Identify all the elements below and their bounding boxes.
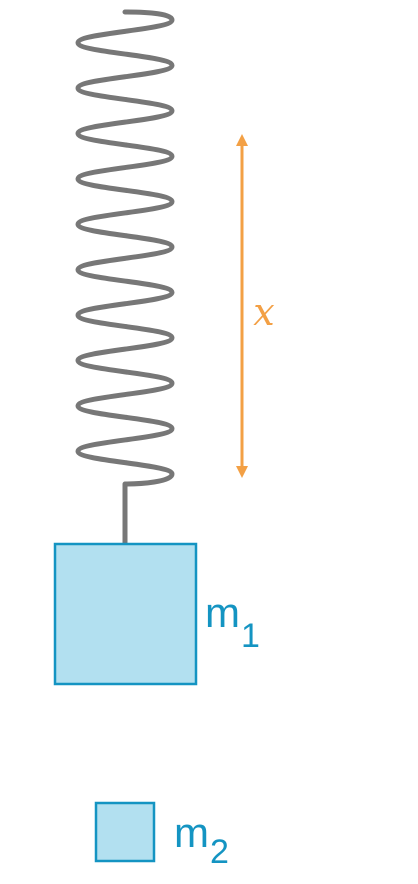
mass-1-label-base: m xyxy=(205,589,240,636)
mass-1-label: m1 xyxy=(205,589,260,655)
mass-1-label-sub: 1 xyxy=(241,617,260,655)
mass-2-label: m2 xyxy=(174,809,229,871)
mass-1-box xyxy=(53,542,198,686)
mass-2-label-sub: 2 xyxy=(210,833,229,871)
mass-2-label-base: m xyxy=(174,809,209,856)
mass-2-box xyxy=(94,801,156,863)
spring-coil xyxy=(75,9,175,487)
displacement-label: x xyxy=(253,290,274,334)
